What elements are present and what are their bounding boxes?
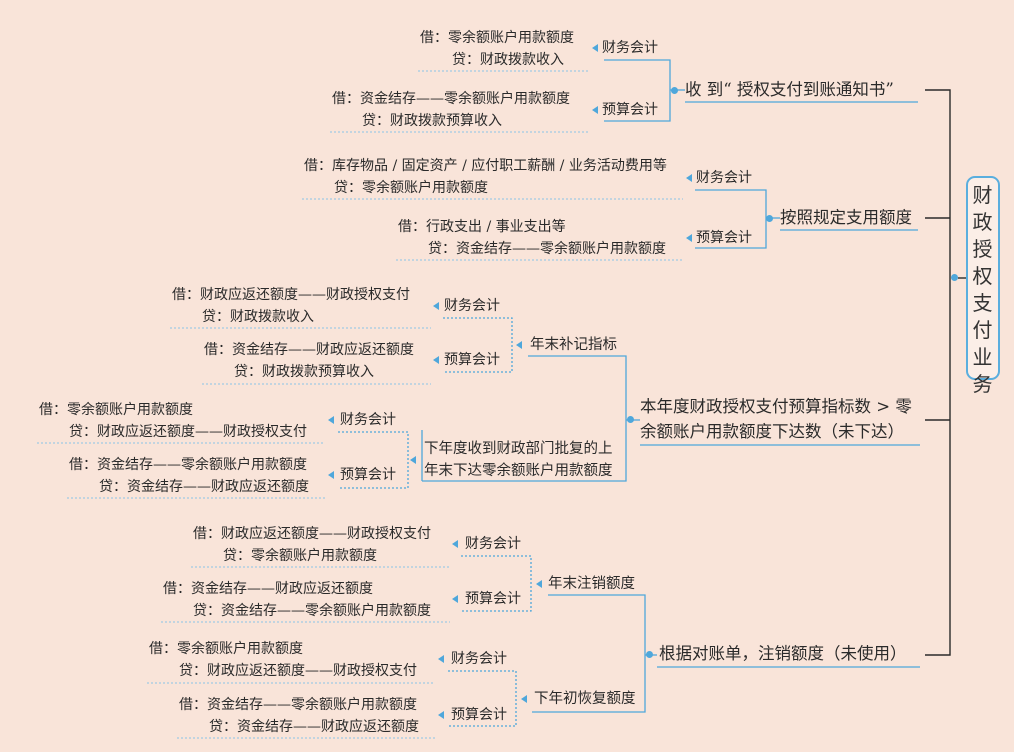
branch-3-dot bbox=[627, 416, 634, 423]
debit-entry: 借：零余额账户用款额度 bbox=[149, 641, 303, 657]
arrow-icon bbox=[686, 234, 692, 242]
account-label: 财务会计 bbox=[340, 412, 396, 428]
credit-entry: 贷：零余额账户用款额度 bbox=[334, 180, 488, 196]
credit-entry: 贷：财政拨款预算收入 bbox=[362, 113, 502, 129]
credit-entry: 贷：财政拨款收入 bbox=[202, 309, 314, 325]
credit-entry: 贷：财政拨款收入 bbox=[452, 52, 564, 68]
credit-entry: 贷：资金结存——财政应返还额度 bbox=[209, 719, 419, 735]
account-label: 财务会计 bbox=[696, 170, 752, 186]
arrow-icon bbox=[521, 695, 527, 703]
credit-entry: 贷：资金结存——财政应返还额度 bbox=[99, 479, 309, 495]
arrow-icon bbox=[452, 595, 458, 603]
sub-label: 年末补记指标 bbox=[530, 337, 617, 353]
credit-entry: 贷：财政拨款预算收入 bbox=[234, 364, 374, 380]
account-label: 预算会计 bbox=[444, 352, 500, 368]
account-label: 财务会计 bbox=[465, 536, 521, 552]
arrow-icon bbox=[328, 416, 334, 424]
branch-4-title: 根据对账单，注销额度（未使用） bbox=[659, 644, 907, 663]
arrow-icon bbox=[452, 540, 458, 548]
branch-1-dot bbox=[671, 87, 678, 94]
debit-entry: 借：财政应返还额度——财政授权支付 bbox=[193, 526, 431, 542]
arrow-icon bbox=[516, 341, 522, 349]
account-label: 预算会计 bbox=[465, 591, 521, 607]
sub-label-line1: 下年度收到财政部门批复的上 bbox=[424, 441, 613, 457]
debit-entry: 借：资金结存——财政应返还额度 bbox=[163, 581, 373, 597]
account-label: 财务会计 bbox=[451, 651, 507, 667]
root-dot bbox=[951, 274, 958, 281]
account-label: 预算会计 bbox=[451, 707, 507, 723]
arrow-icon bbox=[433, 356, 439, 364]
account-label: 预算会计 bbox=[602, 102, 658, 118]
credit-entry: 贷：财政应返还额度——财政授权支付 bbox=[179, 663, 417, 679]
branch-2-title: 按照规定支用额度 bbox=[780, 208, 912, 227]
branch-1-title: 收 到“ 授权支付到账通知书” bbox=[685, 80, 894, 99]
credit-entry: 贷：财政应返还额度——财政授权支付 bbox=[69, 424, 307, 440]
arrow-icon bbox=[592, 106, 598, 114]
account-label: 预算会计 bbox=[696, 230, 752, 246]
arrow-icon bbox=[536, 580, 542, 588]
debit-entry: 借：零余额账户用款额度 bbox=[39, 402, 193, 418]
debit-entry: 借：零余额账户用款额度 bbox=[420, 30, 574, 46]
debit-entry: 借：资金结存——零余额账户用款额度 bbox=[179, 697, 417, 713]
arrow-icon bbox=[438, 655, 444, 663]
credit-entry: 贷：资金结存——零余额账户用款额度 bbox=[193, 603, 431, 619]
account-label: 预算会计 bbox=[340, 467, 396, 483]
debit-entry: 借：资金结存——零余额账户用款额度 bbox=[69, 457, 307, 473]
credit-entry: 贷：零余额账户用款额度 bbox=[223, 548, 377, 564]
arrow-icon bbox=[433, 302, 439, 310]
arrow-icon bbox=[328, 471, 334, 479]
arrow-icon bbox=[592, 44, 598, 52]
arrow-icon bbox=[438, 711, 444, 719]
root-title: 财政授权支付业务 bbox=[972, 183, 993, 396]
debit-entry: 借：财政应返还额度——财政授权支付 bbox=[172, 287, 410, 303]
account-label: 财务会计 bbox=[444, 298, 500, 314]
root-node: 财政授权支付业务 bbox=[966, 176, 1000, 396]
credit-entry: 贷：资金结存——零余额账户用款额度 bbox=[428, 241, 666, 257]
branch-3-title-line1: 本年度财政授权支付预算指标数 > 零 bbox=[640, 397, 912, 416]
debit-entry: 借：行政支出 / 事业支出等 bbox=[398, 219, 566, 235]
branch-4-dot bbox=[646, 651, 653, 658]
arrow-icon bbox=[410, 456, 416, 464]
sub-label: 下年初恢复额度 bbox=[534, 691, 636, 707]
branch-2-dot bbox=[766, 215, 773, 222]
debit-entry: 借：资金结存——财政应返还额度 bbox=[204, 342, 414, 358]
sub-label-line2: 年末下达零余额账户用款额度 bbox=[424, 463, 613, 479]
sub-label: 年末注销额度 bbox=[548, 576, 635, 592]
account-label: 财务会计 bbox=[602, 40, 658, 56]
arrow-icon bbox=[686, 174, 692, 182]
debit-entry: 借：库存物品 / 固定资产 / 应付职工薪酬 / 业务活动费用等 bbox=[304, 158, 667, 174]
debit-entry: 借：资金结存——零余额账户用款额度 bbox=[332, 91, 570, 107]
branch-3-title-line2: 余额账户用款额度下达数（未下达） bbox=[640, 422, 904, 441]
